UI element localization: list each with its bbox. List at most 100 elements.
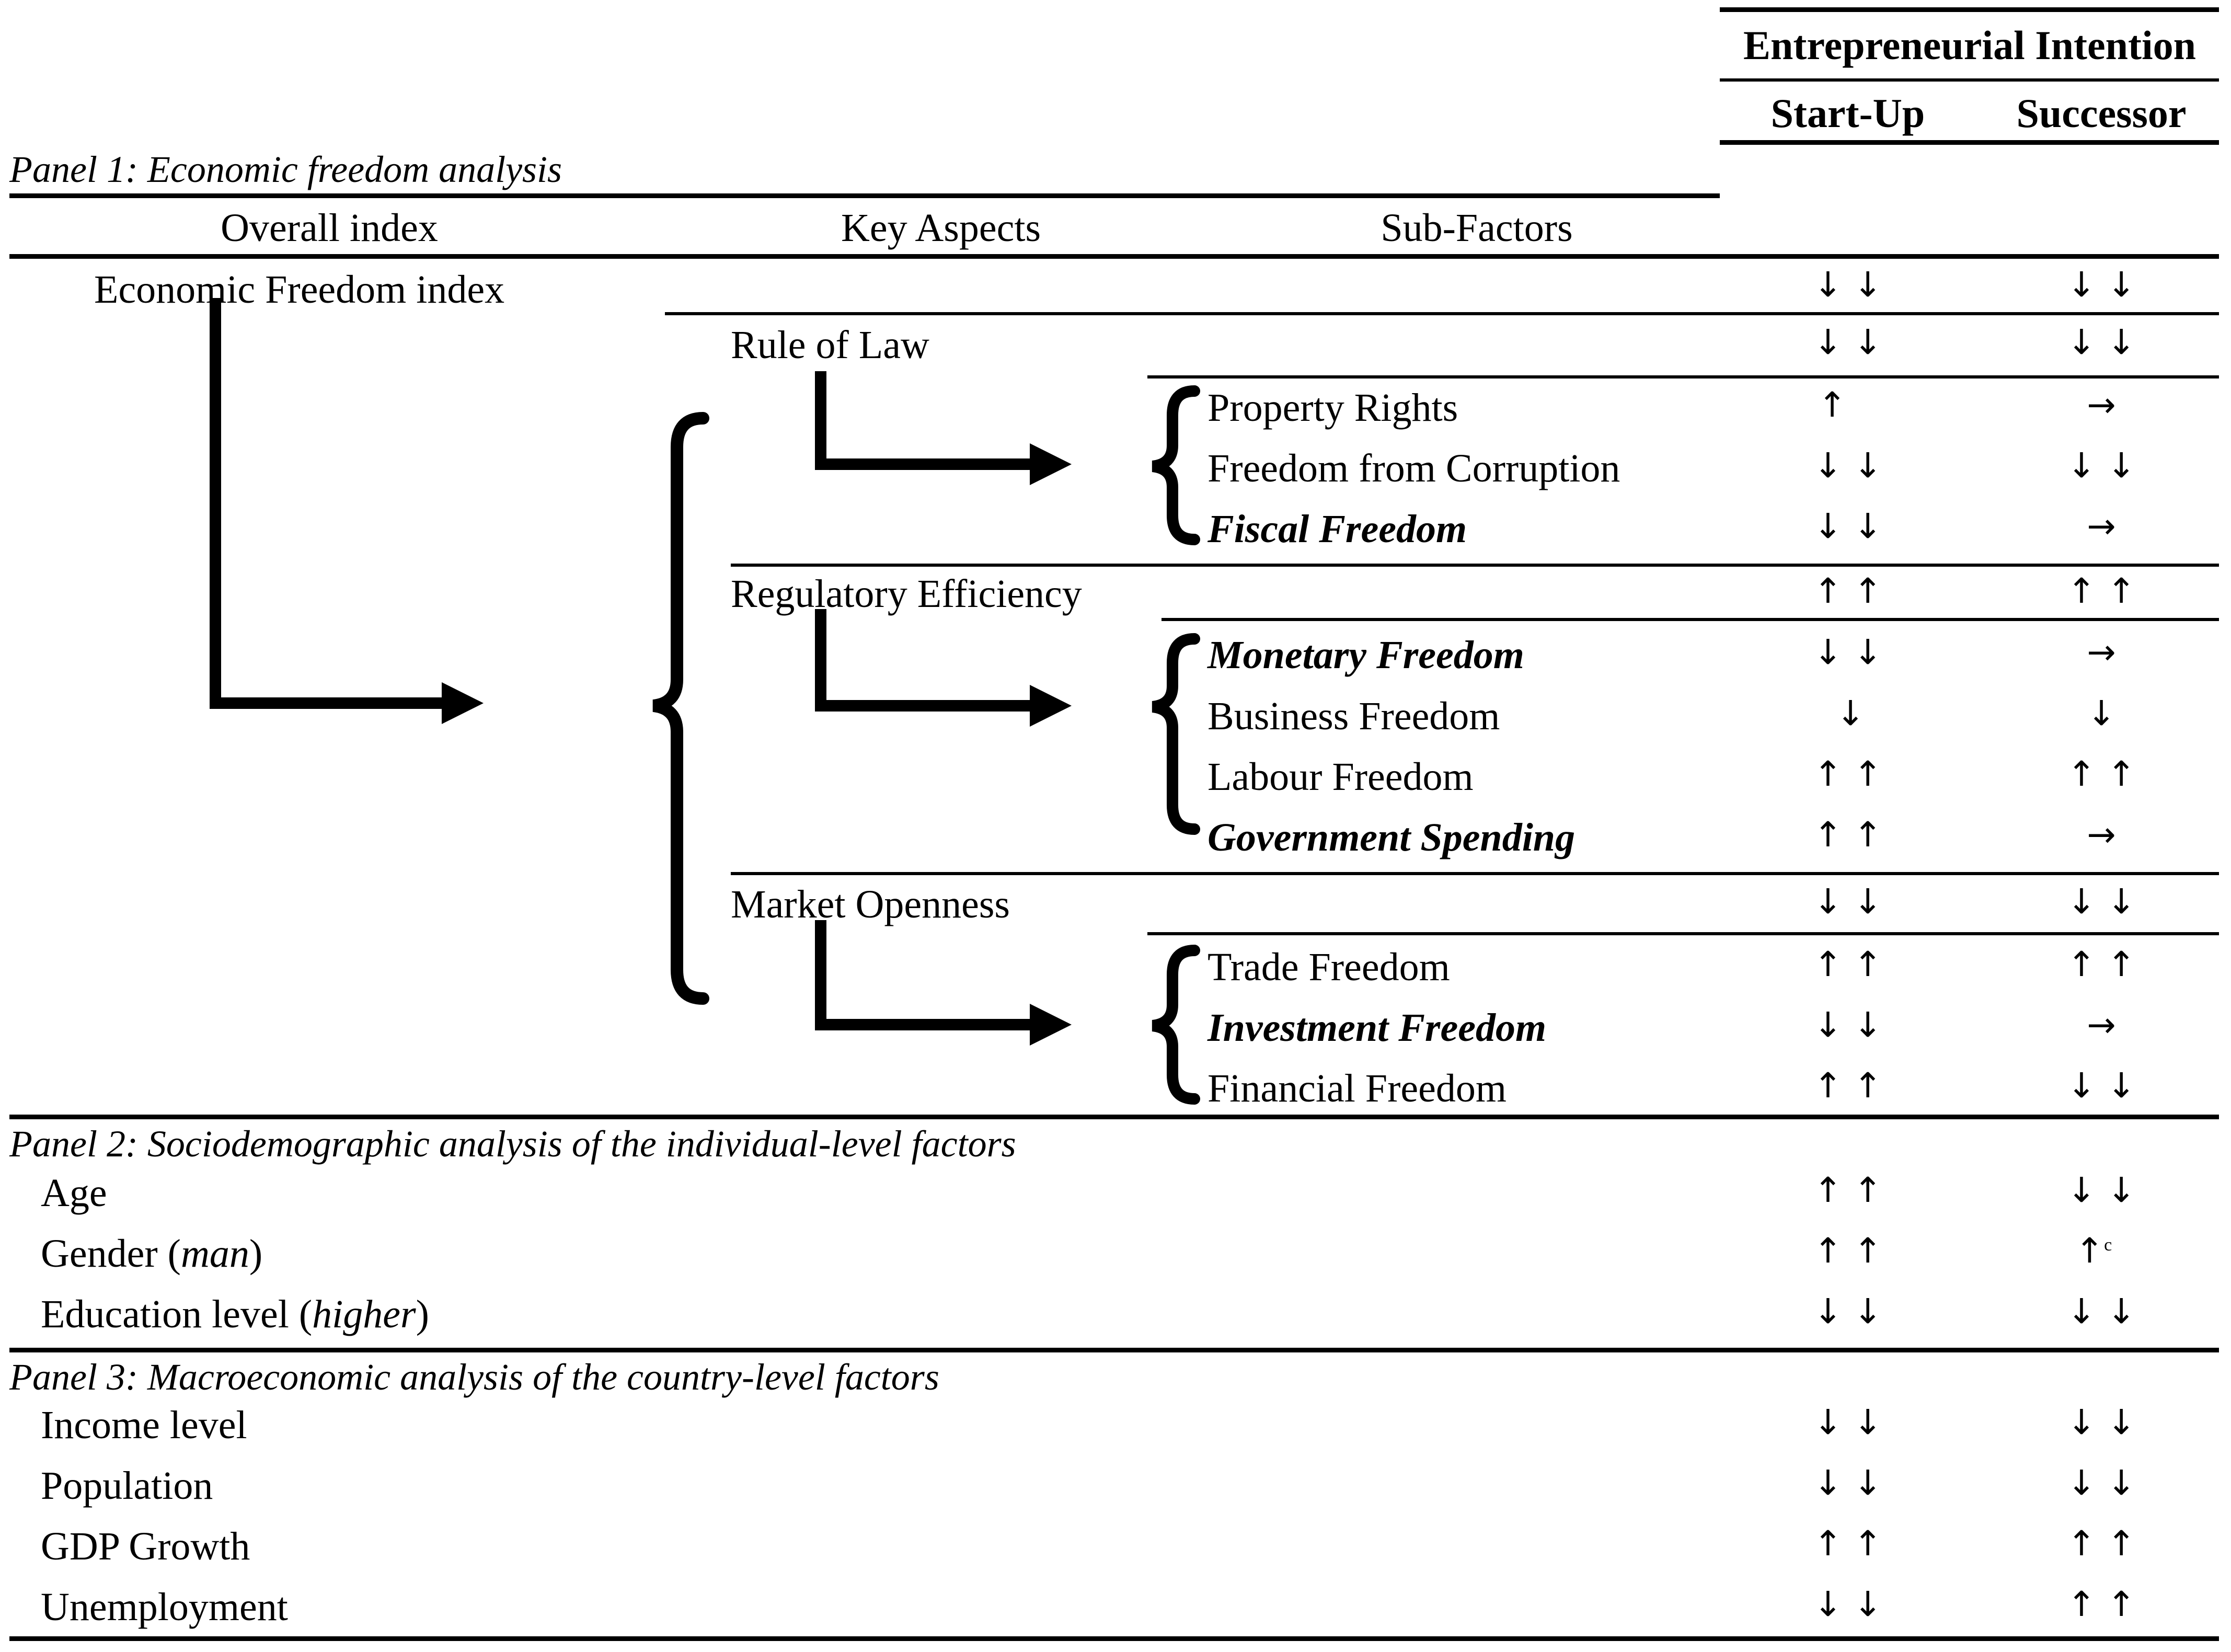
regulatory-efficiency-startup-cell: ↑ ↑ bbox=[1813, 571, 1882, 611]
panel1-col-overall: Overall index bbox=[221, 206, 438, 250]
subfactor-label-labour-freedom: Labour Freedom bbox=[1208, 755, 1474, 799]
panel2-row-label-gender: Gender (man) bbox=[41, 1232, 263, 1276]
gdp-growth-startup-cell: ↑ ↑ bbox=[1813, 1523, 1882, 1564]
panel2-top-rule bbox=[9, 1115, 2219, 1119]
market-openness-startup-cell: ↓ ↓ bbox=[1813, 881, 1882, 922]
labour-freedom-startup-cell: ↑ ↑ bbox=[1813, 754, 1882, 794]
gender-successor-footnote-marker: c bbox=[2104, 1235, 2112, 1255]
rule-after-regulatory-block bbox=[731, 872, 2219, 875]
panel2-row-label-education: Education level (higher) bbox=[41, 1292, 429, 1336]
arrow-overall-to-aspects bbox=[210, 298, 484, 724]
investment-freedom-successor-cell: → bbox=[2087, 1005, 2116, 1045]
monetary-freedom-successor-cell: → bbox=[2087, 632, 2116, 672]
panel1-columns-bottom-rule bbox=[9, 254, 2219, 259]
age-startup-cell: ↑ ↑ bbox=[1813, 1170, 1882, 1210]
panel3-top-rule bbox=[9, 1348, 2219, 1352]
header-group-rule bbox=[1720, 78, 2219, 82]
gender-successor-cell: ↑c bbox=[2075, 1234, 2112, 1268]
brace-key-aspects bbox=[652, 412, 709, 1005]
subfactor-label-trade-freedom: Trade Freedom bbox=[1208, 945, 1450, 989]
panel1-columns-top-rule bbox=[9, 193, 1720, 198]
brace-subfactors-regulatory-efficiency bbox=[1152, 633, 1200, 835]
subfactor-label-government-spending: Government Spending bbox=[1208, 816, 1576, 859]
rule-after-regulatory-efficiency bbox=[1162, 618, 2219, 621]
overall-index-startup-cell: ↓ ↓ bbox=[1813, 265, 1882, 305]
income-level-startup-cell: ↓ ↓ bbox=[1813, 1402, 1882, 1442]
fiscal-freedom-startup-cell: ↓ ↓ bbox=[1813, 506, 1882, 546]
panel3-title: Panel 3: Macroeconomic analysis of the c… bbox=[9, 1356, 939, 1398]
unemployment-startup-cell: ↓ ↓ bbox=[1813, 1584, 1882, 1624]
income-level-successor-cell: ↓ ↓ bbox=[2067, 1402, 2136, 1442]
brace-subfactors-rule-of-law bbox=[1152, 385, 1200, 545]
panel3-row-label-gdp-growth: GDP Growth bbox=[41, 1524, 250, 1568]
freedom-from-corruption-successor-cell: ↓ ↓ bbox=[2067, 445, 2136, 486]
rule-after-overall-index bbox=[665, 312, 2219, 315]
panel3-row-label-unemployment: Unemployment bbox=[41, 1585, 288, 1629]
header-top-rule bbox=[1720, 7, 2219, 12]
fiscal-freedom-successor-cell: → bbox=[2087, 506, 2116, 546]
trade-freedom-successor-cell: ↑ ↑ bbox=[2067, 944, 2136, 984]
labour-freedom-successor-cell: ↑ ↑ bbox=[2067, 754, 2136, 794]
trade-freedom-startup-cell: ↑ ↑ bbox=[1813, 944, 1882, 984]
panel1-title: Panel 1: Economic freedom analysis bbox=[9, 148, 562, 190]
business-freedom-successor-cell: ↓ bbox=[2087, 693, 2116, 733]
unemployment-successor-cell: ↑ ↑ bbox=[2067, 1584, 2136, 1624]
gender-label-text: Gender bbox=[41, 1232, 158, 1276]
overall-index-label: Economic Freedom index bbox=[94, 268, 505, 312]
panel3-row-label-population: Population bbox=[41, 1464, 213, 1508]
gender-paren-text: man bbox=[180, 1232, 249, 1276]
population-startup-cell: ↓ ↓ bbox=[1813, 1463, 1882, 1503]
rule-after-market-openness bbox=[1147, 932, 2219, 935]
freedom-from-corruption-startup-cell: ↓ ↓ bbox=[1813, 445, 1882, 486]
education-successor-cell: ↓ ↓ bbox=[2067, 1291, 2136, 1332]
business-freedom-startup-cell: ↓ bbox=[1836, 693, 1865, 733]
panel3-row-label-income-level: Income level bbox=[41, 1403, 247, 1447]
subfactor-label-business-freedom: Business Freedom bbox=[1208, 694, 1500, 738]
subfactor-label-fiscal-freedom: Fiscal Freedom bbox=[1208, 507, 1467, 551]
market-openness-successor-cell: ↓ ↓ bbox=[2067, 881, 2136, 922]
education-paren-text: higher bbox=[312, 1292, 416, 1336]
education-label-text: Education level bbox=[41, 1292, 289, 1336]
population-successor-cell: ↓ ↓ bbox=[2067, 1463, 2136, 1503]
brace-subfactors-market-openness bbox=[1152, 945, 1200, 1105]
financial-freedom-startup-cell: ↑ ↑ bbox=[1813, 1065, 1882, 1106]
rule-of-law-successor-cell: ↓ ↓ bbox=[2067, 322, 2136, 362]
header-group-title: Entrepreneurial Intention bbox=[1743, 22, 2196, 68]
property-rights-startup-cell: ↑ bbox=[1818, 385, 1847, 425]
subfactor-label-property-rights: Property Rights bbox=[1208, 386, 1458, 430]
arrow-rule-of-law-to-subfactors bbox=[815, 371, 1072, 485]
government-spending-startup-cell: ↑ ↑ bbox=[1813, 814, 1882, 855]
header-bottom-rule bbox=[1720, 140, 2219, 145]
subfactor-label-financial-freedom: Financial Freedom bbox=[1208, 1066, 1506, 1110]
subfactor-label-monetary-freedom: Monetary Freedom bbox=[1208, 633, 1524, 677]
rule-after-rule-of-law-block bbox=[731, 564, 2219, 567]
table-bottom-rule bbox=[9, 1636, 2219, 1641]
government-spending-successor-cell: → bbox=[2087, 814, 2116, 855]
age-successor-cell: ↓ ↓ bbox=[2067, 1170, 2136, 1210]
aspect-label-rule-of-law: Rule of Law bbox=[731, 323, 929, 367]
aspect-label-regulatory-efficiency: Regulatory Efficiency bbox=[731, 572, 1082, 616]
education-startup-cell: ↓ ↓ bbox=[1813, 1291, 1882, 1332]
gender-successor-arrow: ↑ bbox=[2075, 1231, 2104, 1271]
rule-after-rule-of-law bbox=[1147, 375, 2219, 378]
subfactor-label-investment-freedom: Investment Freedom bbox=[1208, 1006, 1547, 1050]
financial-freedom-successor-cell: ↓ ↓ bbox=[2067, 1065, 2136, 1106]
property-rights-successor-cell: → bbox=[2087, 385, 2116, 425]
panel1-col-key: Key Aspects bbox=[841, 206, 1041, 250]
gdp-growth-successor-cell: ↑ ↑ bbox=[2067, 1523, 2136, 1564]
arrow-regulatory-efficiency-to-subfactors bbox=[815, 609, 1072, 727]
subfactor-label-freedom-from-corruption: Freedom from Corruption bbox=[1208, 446, 1620, 490]
gender-startup-cell: ↑ ↑ bbox=[1813, 1231, 1882, 1271]
monetary-freedom-startup-cell: ↓ ↓ bbox=[1813, 632, 1882, 672]
arrow-market-openness-to-subfactors bbox=[815, 920, 1072, 1046]
panel1-col-sub: Sub-Factors bbox=[1381, 206, 1573, 250]
header-col-startup: Start-Up bbox=[1770, 90, 1925, 136]
rule-of-law-startup-cell: ↓ ↓ bbox=[1813, 322, 1882, 362]
investment-freedom-startup-cell: ↓ ↓ bbox=[1813, 1005, 1882, 1045]
header-col-successor: Successor bbox=[2016, 90, 2187, 136]
panel2-title: Panel 2: Sociodemographic analysis of th… bbox=[9, 1123, 1016, 1165]
regulatory-efficiency-successor-cell: ↑ ↑ bbox=[2067, 571, 2136, 611]
aspect-label-market-openness: Market Openness bbox=[731, 882, 1010, 926]
